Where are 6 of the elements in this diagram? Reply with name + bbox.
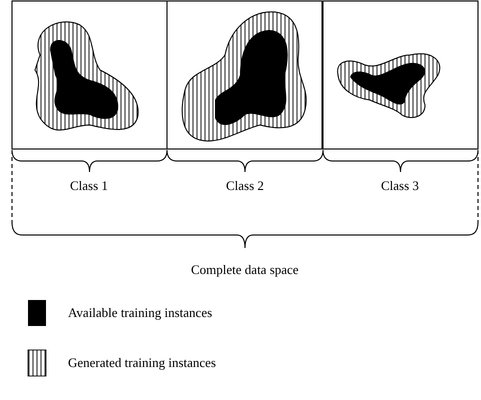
class-label: Class 3 [381, 178, 419, 194]
class-label: Class 2 [226, 178, 264, 194]
legend-text: Available training instances [68, 305, 212, 321]
class-label: Class 1 [70, 178, 108, 194]
data-space-label: Complete data space [191, 262, 299, 278]
legend-text: Generated training instances [68, 355, 216, 371]
